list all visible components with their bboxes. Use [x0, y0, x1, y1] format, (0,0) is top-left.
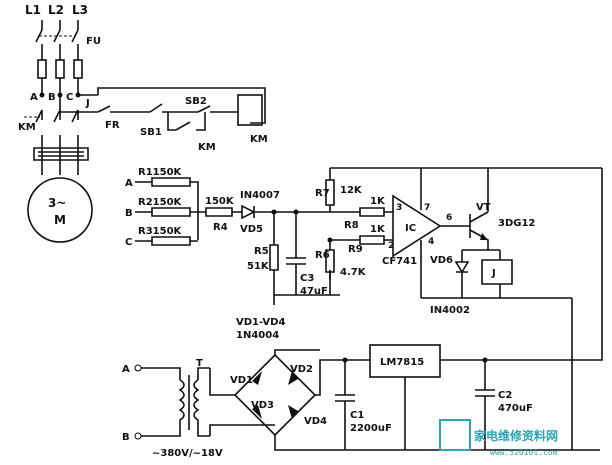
ic-name: IC [405, 223, 416, 234]
km-contactor-label: KM [18, 122, 36, 133]
ic-pin-4: 4 [428, 237, 434, 247]
phase-l3-label: L3 [72, 3, 88, 17]
vd4-label: VD4 [304, 416, 327, 427]
r9-name: R9 [348, 244, 363, 255]
power-supply: VD1-VD4 1N4004 A B T ~380V/~18V VD1 VD2 … [122, 168, 603, 459]
start-button-label: SB1 [140, 127, 162, 138]
mains-b-label: B [122, 432, 130, 443]
input-b-node: B [125, 208, 133, 219]
c1-value: 2200uF [350, 423, 392, 434]
vd6-label: VD6 [430, 255, 453, 266]
ic-part: CF741 [382, 256, 417, 267]
vd3-label: VD3 [251, 400, 274, 411]
ic-pin-7: 7 [424, 203, 430, 213]
vd2-label: VD2 [290, 364, 313, 375]
coil-km-label: KM [250, 134, 268, 145]
r4-value: 150K [205, 196, 235, 207]
node-c-label: C [66, 92, 73, 103]
watermark-url: www.520101.com [490, 448, 558, 457]
bridge-title: VD1-VD4 [236, 317, 285, 328]
driver-stage: VT 3DG12 VD6 J IN4002 [421, 168, 573, 450]
motor-m-label: M [54, 213, 66, 227]
r7-name: R7 [315, 188, 330, 199]
mains-a-label: A [122, 364, 130, 375]
relay-contact-j-label: J [85, 98, 90, 109]
transistor-name: VT [476, 202, 491, 213]
transistor-part: 3DG12 [498, 218, 535, 229]
sense-resistors: A B C R1150K R2150K R3150K [125, 167, 199, 248]
watermark: 家电维修资料网 www.520101.com [439, 419, 558, 457]
phase-l2-label: L2 [48, 3, 64, 17]
r5-value: 51K [247, 261, 270, 272]
r6-value: 4.7K [340, 267, 367, 278]
input-c-node: C [125, 237, 132, 248]
opamp-network: R7 12K R8 1K R9 1K R6 4.7K IC CF741 3 2 … [315, 167, 602, 298]
ic-pin-3: 3 [396, 203, 402, 213]
ic-pin-6: 6 [446, 213, 452, 223]
three-phase-lines: L1 L2 L3 FU A B C KM [18, 3, 101, 175]
r5-name: R5 [254, 246, 269, 257]
r8-value: 1K [370, 196, 386, 207]
thermal-relay-label: FR [105, 120, 120, 131]
phase-l1-label: L1 [25, 3, 41, 17]
c2-value: 470uF [498, 403, 533, 414]
stop-button-label: SB2 [185, 96, 207, 107]
motor-phase-label: 3~ [48, 196, 66, 210]
regulator-label: LM7815 [380, 357, 424, 368]
node-b-label: B [48, 92, 56, 103]
c3-name: C3 [300, 273, 314, 284]
diode-in-part: IN4007 [240, 190, 280, 201]
relay-j-label: J [491, 268, 496, 279]
r1-label: R1150K [138, 167, 183, 178]
watermark-title: 家电维修资料网 [474, 428, 558, 443]
r2-label: R2150K [138, 197, 183, 208]
r3-label: R3150K [138, 226, 183, 237]
r9-value: 1K [370, 224, 386, 235]
r6-name: R6 [315, 250, 330, 261]
c3-value: 47uF [300, 286, 328, 297]
transformer-rating: ~380V/~18V [152, 448, 223, 459]
r4-name: R4 [213, 222, 228, 233]
transformer-name: T [196, 358, 203, 369]
vd1-label: VD1 [230, 375, 253, 386]
fuse-label: FU [86, 36, 101, 47]
c2-name: C2 [498, 390, 512, 401]
diode-in-name: VD5 [240, 224, 263, 235]
motor: 3~ M [27, 177, 93, 243]
rectifier-input: 150K R4 IN4007 VD5 R5 51K C3 47uF [198, 190, 340, 305]
r8-name: R8 [344, 220, 359, 231]
input-a-node: A [125, 178, 133, 189]
bridge-part: 1N4004 [236, 330, 279, 341]
control-circuit: J FR SB2 KM SB1 KM [59, 87, 268, 153]
ic-pin-2: 2 [388, 241, 394, 251]
r7-value: 12K [340, 185, 363, 196]
node-a-label: A [30, 92, 38, 103]
c1-name: C1 [350, 410, 364, 421]
flyback-diode-label: IN4002 [430, 305, 470, 316]
holding-contact-label: KM [198, 142, 216, 153]
